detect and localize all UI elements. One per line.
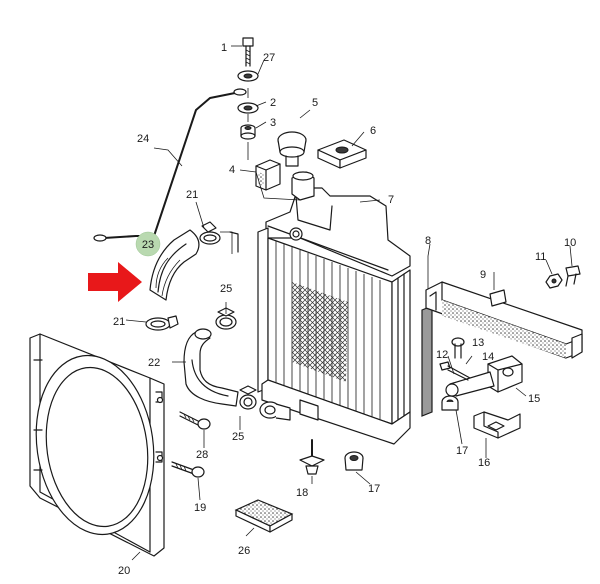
foam-pad-26 (234, 499, 294, 533)
bushing-17-right (441, 395, 459, 411)
top-hose-23 (149, 229, 200, 301)
callout-20: 20 (118, 565, 130, 577)
bushing-17-lower (344, 451, 364, 471)
rubber-pad-6 (317, 139, 367, 169)
callout-7: 7 (388, 194, 394, 206)
callout-27: 27 (263, 52, 275, 64)
highlight-label: 23 (142, 239, 154, 251)
radiator-core (229, 171, 411, 445)
callout-3: 3 (270, 117, 276, 129)
fan-shroud (29, 333, 165, 557)
callout-10: 10 (564, 237, 576, 249)
stay-rod (93, 88, 247, 242)
callout-2: 2 (270, 97, 276, 109)
callout-17-lower: 17 (368, 483, 380, 495)
bottom-hose-22 (183, 328, 239, 407)
callout-labels: 1 27 2 3 4 5 6 7 8 9 10 11 12 13 14 15 1… (113, 42, 576, 577)
callout-24: 24 (137, 133, 149, 145)
callout-21-bottom: 21 (113, 316, 125, 328)
bracket-assembly-14-15 (445, 355, 523, 397)
red-arrow-icon (88, 262, 142, 302)
hose-clip-21-bottom (145, 315, 179, 331)
bracket-16 (473, 411, 521, 439)
hose-clip-21-top (199, 221, 221, 245)
callout-1: 1 (221, 42, 227, 54)
nut-11 (545, 273, 563, 289)
callout-15: 15 (528, 393, 540, 405)
callout-22: 22 (148, 357, 160, 369)
washer-2 (237, 102, 259, 114)
callout-12: 12 (436, 349, 448, 361)
seal-strip-8 (421, 256, 433, 417)
callout-14: 14 (482, 351, 494, 363)
mounting-rail-9 (425, 281, 583, 359)
bolt-1 (242, 37, 254, 67)
callout-11: 11 (535, 251, 546, 263)
callout-4: 4 (229, 164, 235, 176)
callout-26: 26 (238, 545, 250, 557)
callout-21-top: 21 (186, 189, 198, 201)
bolt-13 (451, 337, 465, 359)
bolt-12 (439, 361, 471, 381)
callout-5: 5 (312, 97, 318, 109)
callout-25-top: 25 (220, 283, 232, 295)
mount-block-4 (255, 159, 281, 191)
callout-9: 9 (480, 269, 486, 281)
highlight-circle (135, 231, 161, 257)
bolt-28 (179, 411, 211, 430)
callout-18: 18 (296, 487, 308, 499)
callout-28: 28 (196, 449, 208, 461)
spacer-3 (240, 124, 256, 140)
washer-27 (237, 70, 259, 82)
bolt-19 (171, 461, 205, 478)
callout-19: 19 (194, 502, 206, 514)
outlet-pipe (259, 401, 291, 421)
leader-lines (125, 45, 573, 561)
callout-25-bottom: 25 (232, 431, 244, 443)
bolt-10 (565, 265, 581, 287)
callout-17-right: 17 (456, 445, 468, 457)
radiator-cap (277, 131, 307, 167)
callout-13: 13 (472, 337, 484, 349)
callout-6: 6 (370, 125, 376, 137)
hose-clip-25-bottom (239, 385, 257, 410)
callout-8: 8 (425, 235, 431, 247)
highlight-marker: 23 (135, 231, 161, 257)
callout-16: 16 (478, 457, 490, 469)
drain-tap-18 (299, 439, 325, 475)
hose-clip-25-top (215, 307, 237, 330)
